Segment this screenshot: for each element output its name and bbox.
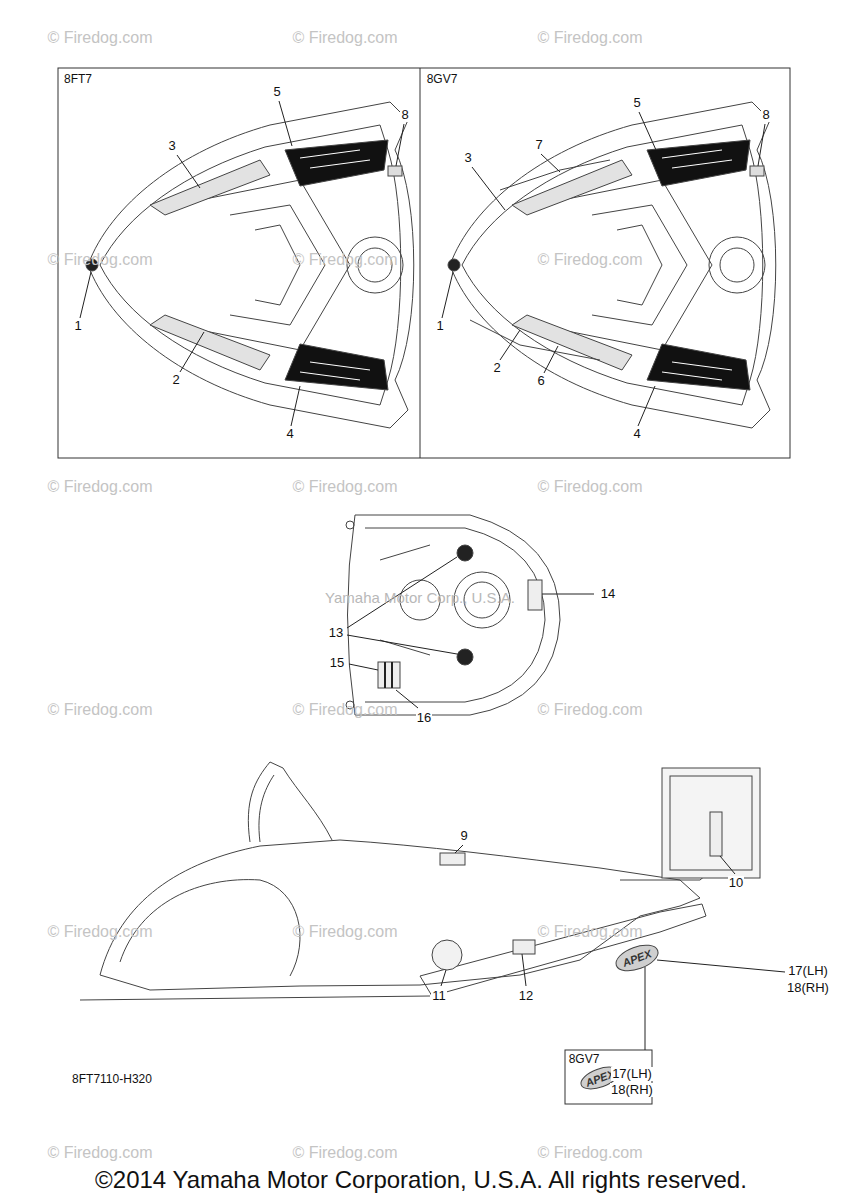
callout-number: 17(LH) — [611, 1067, 653, 1081]
watermark: © Firedog.com — [292, 251, 397, 269]
watermark: Yamaha Motor Corp., U.S.A. — [325, 590, 515, 607]
copyright-text: ©2014 Yamaha Motor Corporation, U.S.A. A… — [95, 1167, 747, 1193]
watermark: © Firedog.com — [537, 923, 642, 941]
watermark: © Firedog.com — [537, 701, 642, 719]
callout-number: 9 — [459, 829, 468, 843]
model-code: 8FT7 — [63, 73, 93, 86]
callout-number: 8 — [400, 108, 409, 122]
callout-number: 3 — [463, 151, 472, 165]
watermark: © Firedog.com — [537, 1144, 642, 1162]
drawing-code: 8FT7110-H320 — [71, 1073, 153, 1086]
callout-number: 13 — [328, 626, 344, 640]
watermark: © Firedog.com — [292, 1144, 397, 1162]
callout-number: 18(RH) — [610, 1083, 654, 1097]
watermark: © Firedog.com — [47, 1144, 152, 1162]
watermark: © Firedog.com — [47, 701, 152, 719]
callout-number: 1 — [73, 319, 82, 333]
callout-number: 16 — [416, 711, 432, 725]
watermark: © Firedog.com — [47, 29, 152, 47]
model-code: 8GV7 — [426, 73, 459, 86]
callout-number: 14 — [600, 587, 616, 601]
watermark: © Firedog.com — [292, 478, 397, 496]
callout-number: 5 — [632, 96, 641, 110]
callout-number: 18(RH) — [786, 981, 830, 995]
callout-number: 6 — [536, 374, 545, 388]
callout-number: 2 — [171, 373, 180, 387]
callout-number: 8 — [761, 108, 770, 122]
callout-number: 15 — [329, 656, 345, 670]
watermark: © Firedog.com — [292, 701, 397, 719]
watermark: © Firedog.com — [47, 923, 152, 941]
watermark: © Firedog.com — [292, 923, 397, 941]
callout-number: 2 — [492, 361, 501, 375]
callout-number: 12 — [518, 989, 534, 1003]
callout-number: 10 — [728, 876, 744, 890]
callout-number: 11 — [431, 989, 447, 1003]
watermark: © Firedog.com — [537, 29, 642, 47]
watermark: © Firedog.com — [537, 251, 642, 269]
watermark: © Firedog.com — [292, 29, 397, 47]
callout-number: 17(LH) — [787, 964, 829, 978]
watermark: © Firedog.com — [47, 478, 152, 496]
callout-number: 7 — [534, 138, 543, 152]
model-code: 8GV7 — [568, 1053, 601, 1066]
callout-number: 1 — [435, 319, 444, 333]
callout-number: 3 — [167, 139, 176, 153]
callout-number: 5 — [272, 85, 281, 99]
watermark: © Firedog.com — [537, 478, 642, 496]
callout-number: 4 — [632, 427, 641, 441]
watermark: © Firedog.com — [47, 251, 152, 269]
callout-number: 4 — [285, 427, 294, 441]
